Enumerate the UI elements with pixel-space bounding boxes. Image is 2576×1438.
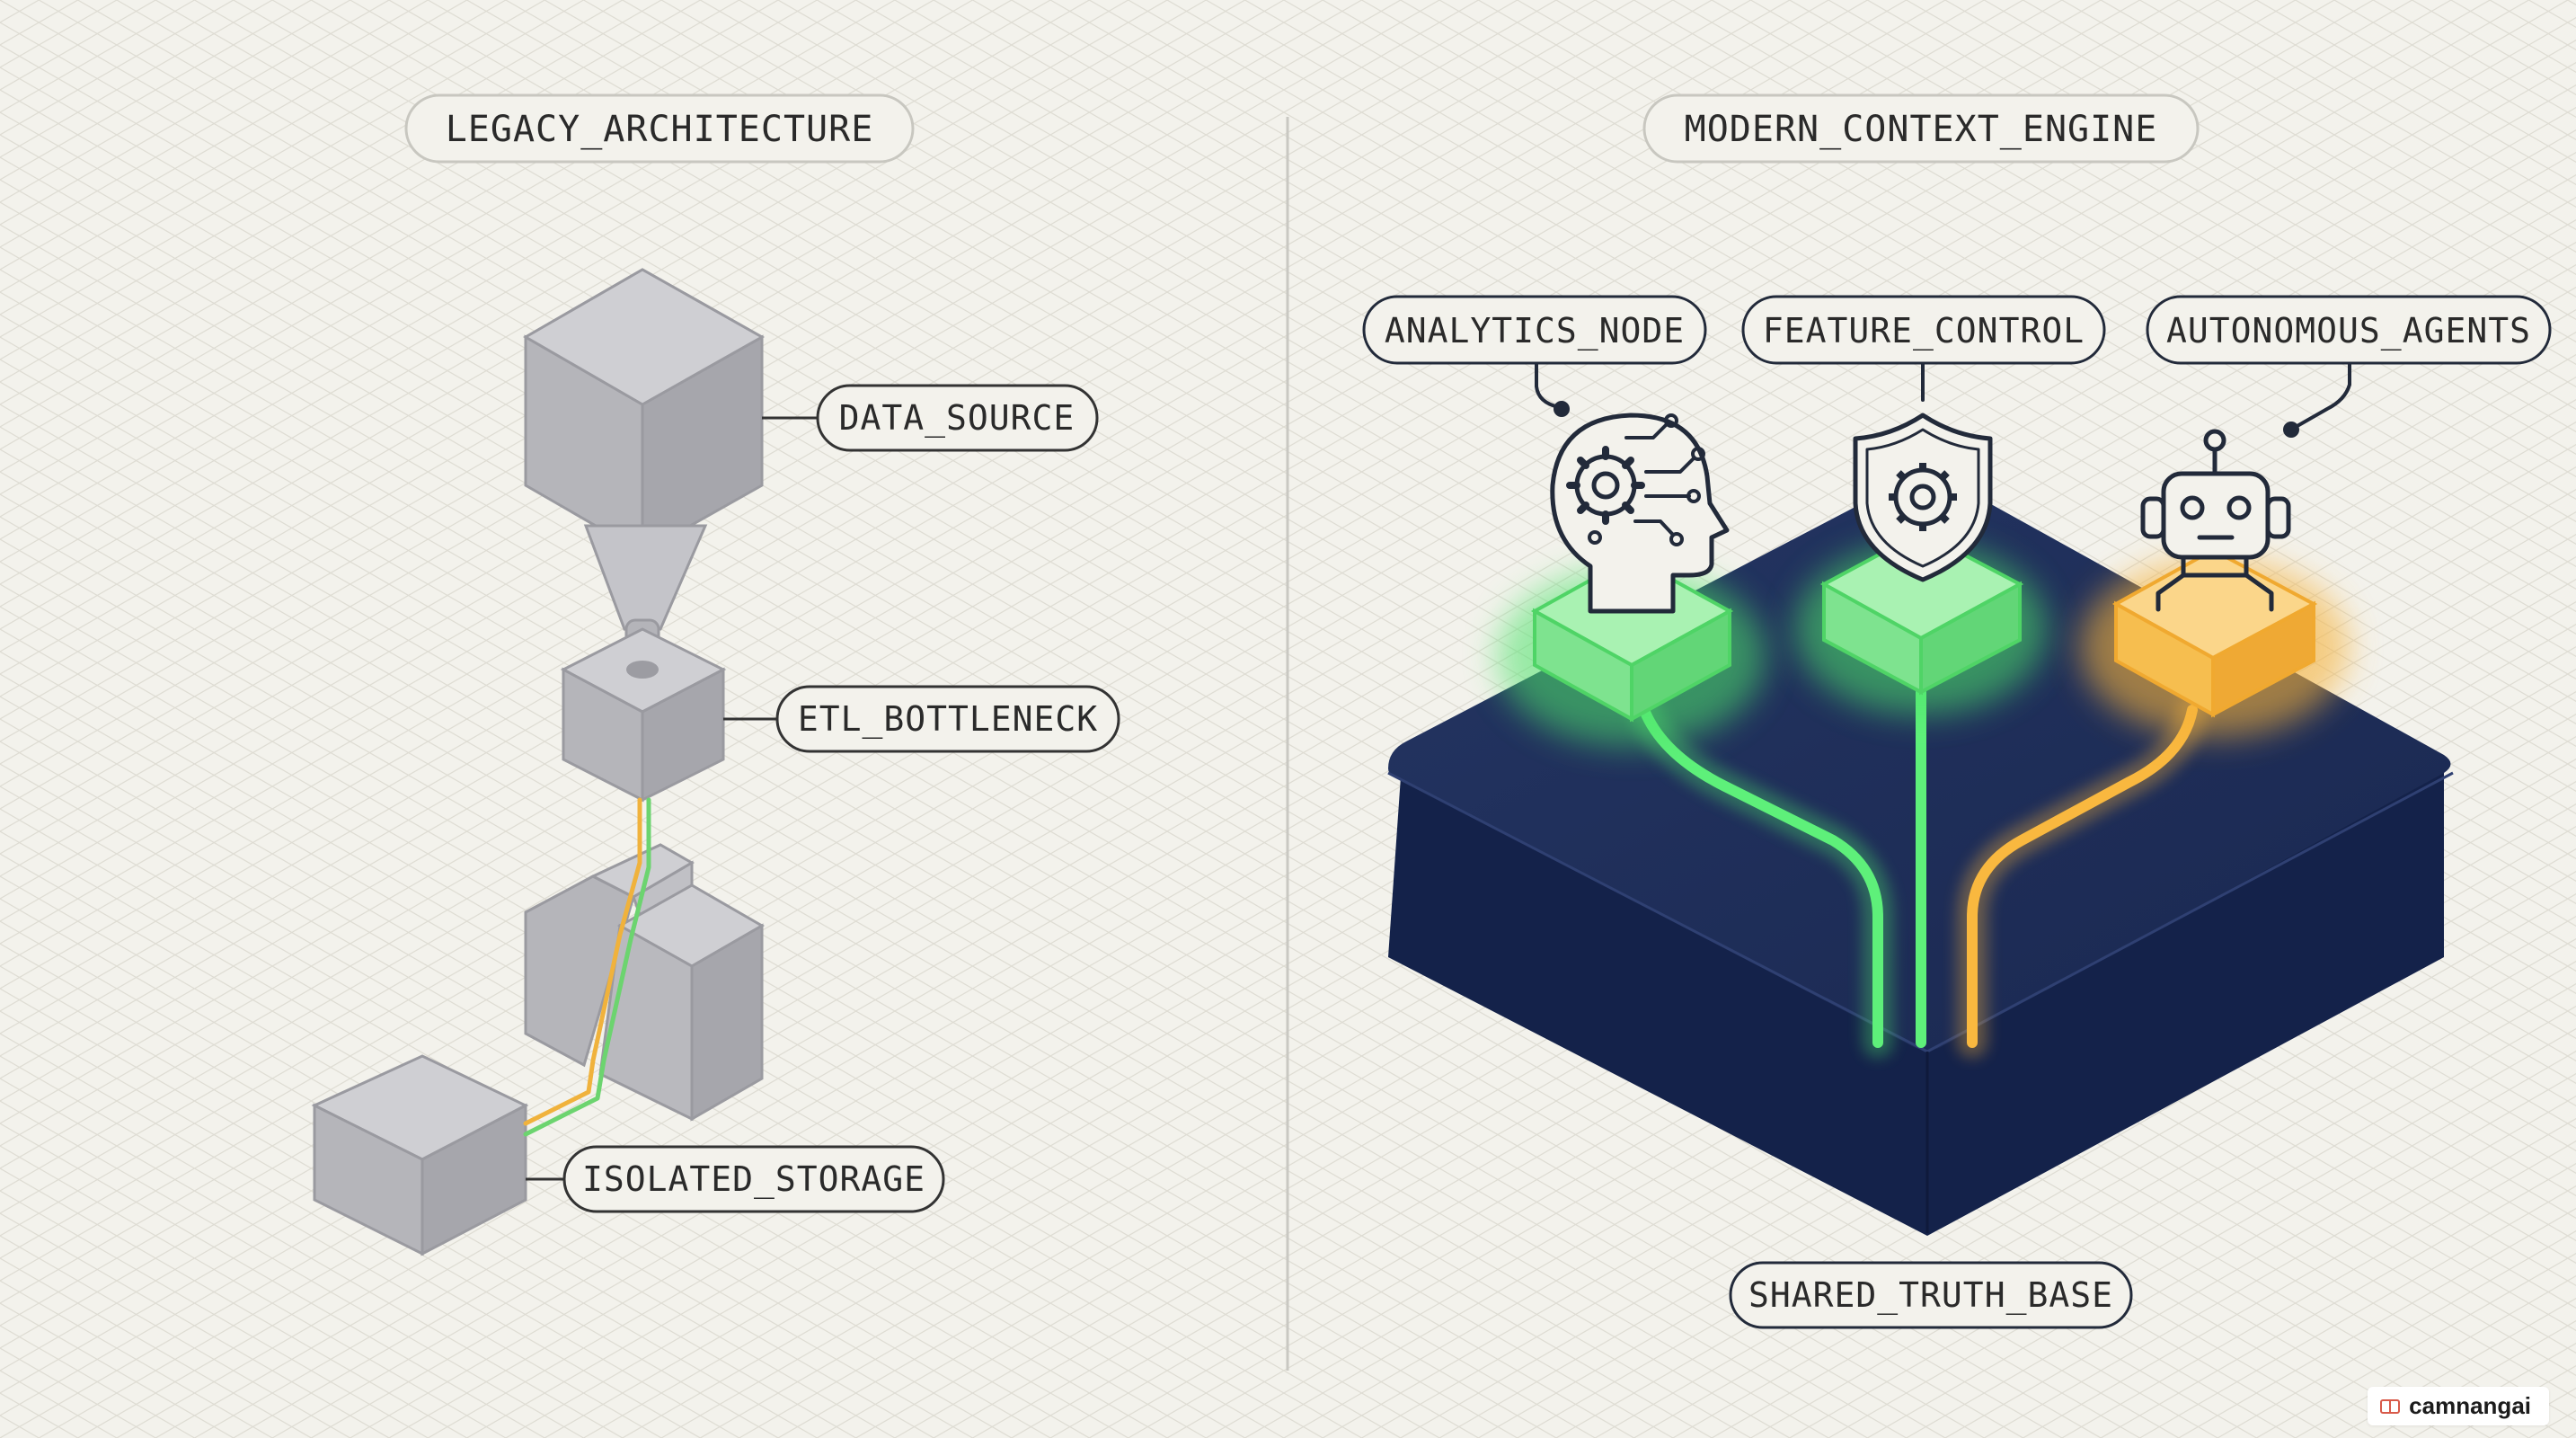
shared-truth-base-label-pill: SHARED_TRUTH_BASE: [1729, 1261, 2133, 1329]
broken-cube: [524, 843, 766, 1122]
watermark: camnangai: [2368, 1387, 2549, 1425]
isolated-storage-label-pill: ISOLATED_STORAGE: [526, 1145, 945, 1213]
data-source-cube: [522, 268, 766, 555]
shared-truth-base-label: SHARED_TRUTH_BASE: [1748, 1275, 2113, 1316]
feature-control-label-pill: FEATURE_CONTROL: [1741, 295, 2106, 365]
isolated-storage-label: ISOLATED_STORAGE: [582, 1159, 925, 1200]
autonomous-agents-block: [2080, 547, 2350, 737]
analytics-node-label: ANALYTICS_NODE: [1385, 311, 1685, 351]
brain-gear-icon: [1550, 413, 1730, 614]
watermark-brand: camnangai: [2409, 1392, 2531, 1419]
modern-title-pill: MODERN_CONTEXT_ENGINE: [1642, 93, 2200, 164]
feature-control-block: [1795, 529, 2047, 715]
modern-title: MODERN_CONTEXT_ENGINE: [1685, 109, 2158, 150]
data-source-label-pill: DATA_SOURCE: [762, 384, 1099, 452]
autonomous-agents-label: AUTONOMOUS_AGENTS: [2166, 311, 2531, 351]
data-source-label: DATA_SOURCE: [839, 398, 1076, 439]
shield-gear-icon: [1853, 413, 1993, 582]
book-icon: [2380, 1398, 2401, 1414]
autonomous-agents-label-pill: AUTONOMOUS_AGENTS: [2146, 295, 2552, 365]
legacy-data-wires: [523, 797, 651, 1137]
isolated-storage-cube: [311, 1054, 529, 1256]
analytics-node-label-pill: ANALYTICS_NODE: [1362, 295, 1707, 365]
analytics-node-block: [1496, 555, 1766, 746]
legacy-title: LEGACY_ARCHITECTURE: [446, 109, 874, 150]
etl-bottleneck-label-pill: ETL_BOTTLENECK: [723, 685, 1120, 753]
feature-control-label: FEATURE_CONTROL: [1763, 311, 2085, 351]
robot-icon: [2140, 429, 2291, 612]
legacy-title-pill: LEGACY_ARCHITECTURE: [404, 93, 915, 164]
etl-bottleneck-cube: [560, 627, 727, 803]
etl-bottleneck-label: ETL_BOTTLENECK: [798, 699, 1098, 740]
callout-leaders: [1535, 362, 2351, 438]
